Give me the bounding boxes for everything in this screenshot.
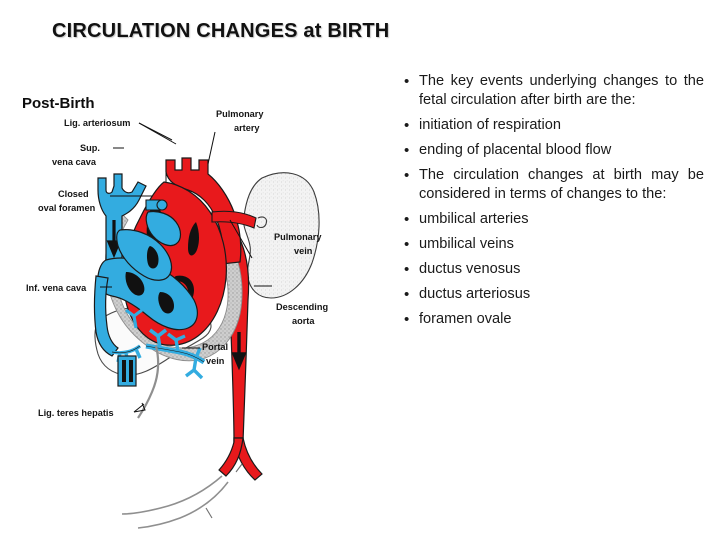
ligamentum-arteriosum-stub — [145, 199, 168, 211]
label-inf-vena-cava: Inf. vena cava — [26, 283, 87, 293]
closed-ductus-venosus — [117, 355, 137, 387]
bullet-text: ductus arteriosus — [419, 286, 531, 302]
list-item: • ductus arteriosus — [404, 285, 704, 304]
bullet-marker: • — [404, 236, 410, 253]
label-pulmonary-artery-line2: artery — [234, 123, 260, 133]
bullet-text: foramen ovale — [419, 311, 512, 327]
label-lig-teres-hepatis: Lig. teres hepatis — [38, 408, 114, 418]
label-portal-vein-line1: Portal — [202, 342, 228, 352]
bullet-text: The key events underlying changes to the… — [419, 73, 704, 108]
label-leader-lines — [100, 122, 272, 413]
label-descending-aorta-line1: Descending — [276, 302, 328, 312]
list-item: • The circulation changes at birth may b… — [404, 166, 704, 204]
bullet-text: ductus venosus — [419, 261, 521, 277]
bullet-marker: • — [404, 211, 410, 228]
list-item: • foramen ovale — [404, 310, 704, 329]
bullet-text: initiation of respiration — [419, 117, 561, 133]
diagram-heading: Post-Birth — [22, 95, 95, 112]
bullet-marker: • — [404, 117, 410, 134]
list-item: • umbilical veins — [404, 235, 704, 254]
bullet-text: umbilical veins — [419, 236, 514, 252]
bullet-marker: • — [404, 286, 410, 303]
bullet-list: • The key events underlying changes to t… — [404, 72, 704, 335]
label-closed-oval-foramen-line1: Closed — [58, 189, 89, 199]
post-birth-circulation-diagram: Post-Birth Lig. arteriosum Sup. vena cav… — [0, 60, 400, 530]
label-lig-arteriosum: Lig. arteriosum — [64, 118, 130, 128]
list-item: • ending of placental blood flow — [404, 141, 704, 160]
bullet-text: umbilical arteries — [419, 211, 529, 227]
obliterated-umbilical-arteries — [121, 463, 243, 529]
right-heart-blue-chambers — [97, 210, 198, 331]
list-item: • umbilical arteries — [404, 210, 704, 229]
pulmonary-vein-vessel — [211, 210, 257, 229]
list-item: • initiation of respiration — [404, 116, 704, 135]
list-item: • ductus venosus — [404, 260, 704, 279]
label-descending-aorta-line2: aorta — [292, 316, 315, 326]
bullet-text: ending of placental blood flow — [419, 142, 612, 158]
label-closed-oval-foramen-line2: oval foramen — [38, 203, 96, 213]
label-sup-vena-cava-line2: vena cava — [52, 157, 97, 167]
label-sup-vena-cava-line1: Sup. — [80, 143, 100, 153]
label-pulmonary-artery-line1: Pulmonary — [216, 109, 264, 119]
bullet-marker: • — [404, 261, 410, 278]
bullet-marker: • — [404, 167, 410, 184]
page-title: CIRCULATION CHANGES at BIRTH — [52, 20, 390, 42]
bullet-marker: • — [404, 73, 410, 90]
bullet-text: The circulation changes at birth may be … — [419, 167, 704, 202]
bullet-marker: • — [404, 311, 410, 328]
bullet-marker: • — [404, 142, 410, 159]
label-portal-vein-line2: vein — [206, 356, 225, 366]
label-pulmonary-vein-line1: Pulmonary — [274, 232, 322, 242]
ligamentum-teres-hepatis-cord — [137, 345, 160, 419]
list-item: • The key events underlying changes to t… — [404, 72, 704, 110]
label-pulmonary-vein-line2: vein — [294, 246, 313, 256]
